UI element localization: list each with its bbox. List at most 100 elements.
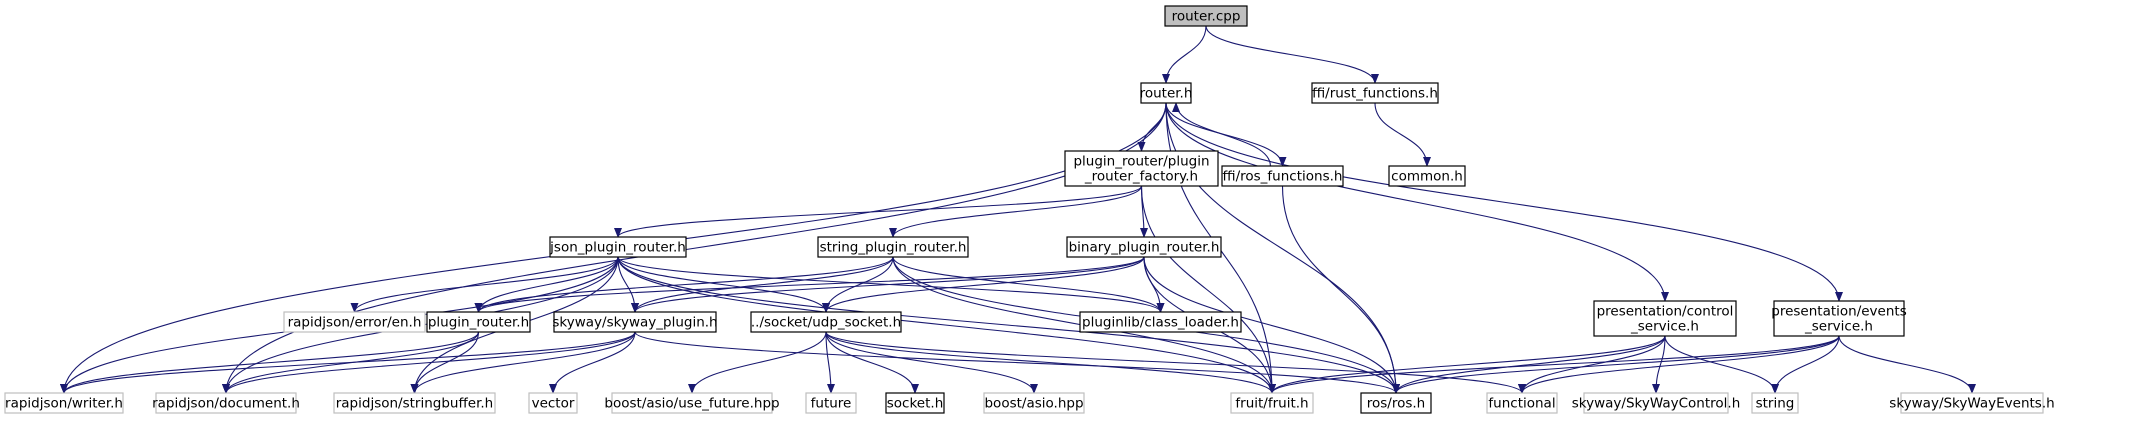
node-label: vector bbox=[532, 396, 575, 412]
node-box bbox=[1583, 392, 1729, 414]
node-box bbox=[528, 392, 578, 414]
node-label: ../socket/udp_socket.h bbox=[751, 315, 901, 331]
node-label: json_plugin_router.h bbox=[549, 240, 686, 256]
node-box bbox=[283, 311, 426, 333]
node-label: _service.h bbox=[1804, 319, 1873, 335]
edge-binary_router-to-ros bbox=[1143, 256, 1400, 394]
edge-ffi_rust-to-common_h bbox=[1374, 102, 1431, 167]
edge-events_service-to-skyway_events bbox=[1838, 335, 1976, 394]
node-plugin-factory[interactable]: plugin_router/plugin_router_factory.h bbox=[1064, 150, 1219, 187]
edge-events_service-to-functional bbox=[1518, 335, 1840, 394]
node-label: ffi/ros_functions.h bbox=[1223, 169, 1343, 185]
node-fruit: fruit/fruit.h bbox=[1230, 392, 1314, 414]
node-functional: functional bbox=[1486, 392, 1558, 414]
node-label: plugin_router.h bbox=[428, 315, 529, 331]
edge-ffi_ros-to-ros bbox=[1281, 185, 1400, 394]
edge-udp_socket-to-functional bbox=[825, 331, 1526, 394]
node-router-cpp[interactable]: router.cpp bbox=[1164, 5, 1248, 27]
node-vector: vector bbox=[528, 392, 578, 414]
edge-udp_socket-to-future bbox=[825, 331, 835, 394]
edge-router_h-to-events_service bbox=[1165, 102, 1843, 302]
node-use-future: boost/asio/use_future.hpp bbox=[604, 392, 780, 414]
edge-string_router-to-plugin_router bbox=[474, 256, 894, 313]
edge-router_h-to-document bbox=[222, 102, 1167, 394]
node-label: presentation/control bbox=[1597, 304, 1734, 320]
node-label: socket.h bbox=[887, 396, 944, 412]
edge-skyway_plugin-to-vector bbox=[549, 331, 636, 394]
edge-json_router-to-error_en bbox=[350, 256, 619, 313]
edge-udp_socket-to-fruit bbox=[825, 331, 1276, 394]
node-box bbox=[553, 311, 717, 333]
edge-events_service-to-fruit bbox=[1268, 335, 1840, 394]
node-label: rapidjson/stringbuffer.h bbox=[336, 396, 494, 412]
edge-string_router-to-class_loader bbox=[892, 256, 1165, 313]
node-box bbox=[1066, 236, 1222, 258]
node-box bbox=[549, 236, 687, 258]
node-label: skyway/SkyWayEvents.h bbox=[1889, 396, 2054, 412]
node-box bbox=[1079, 311, 1242, 333]
node-box bbox=[1900, 392, 2044, 414]
node-asio: boost/asio.hpp bbox=[983, 392, 1085, 414]
node-common-h[interactable]: common.h bbox=[1388, 165, 1466, 187]
node-string: string bbox=[1751, 392, 1799, 414]
node-ros[interactable]: ros/ros.h bbox=[1360, 392, 1432, 414]
node-label: boost/asio/use_future.hpp bbox=[604, 396, 779, 412]
node-label: rapidjson/document.h bbox=[152, 396, 300, 412]
node-label: functional bbox=[1488, 396, 1555, 412]
edge-skyway_plugin-to-ros bbox=[634, 331, 1400, 394]
edge-udp_socket-to-socket_h bbox=[825, 331, 919, 394]
node-skyway-control: skyway/SkyWayControl.h bbox=[1572, 392, 1741, 414]
node-box bbox=[426, 311, 531, 333]
node-box bbox=[1388, 165, 1466, 187]
node-box bbox=[805, 392, 857, 414]
edge-router_cpp-to-ffi_rust bbox=[1205, 25, 1379, 84]
edge-udp_socket-to-asio bbox=[825, 331, 1038, 394]
edge-events_service-to-ros bbox=[1392, 335, 1840, 394]
edge-json_router-to-fruit bbox=[617, 256, 1276, 394]
node-label: router.cpp bbox=[1172, 9, 1241, 25]
node-events-service[interactable]: presentation/events_service.h bbox=[1771, 300, 1907, 337]
node-control-service[interactable]: presentation/control_service.h bbox=[1593, 300, 1737, 337]
node-box bbox=[1230, 392, 1314, 414]
node-future: future bbox=[805, 392, 857, 414]
node-ffi-rust[interactable]: ffi/rust_functions.h bbox=[1311, 82, 1439, 104]
node-plugin-router[interactable]: plugin_router.h bbox=[426, 311, 531, 333]
node-error-en: rapidjson/error/en.h bbox=[283, 311, 426, 333]
edge-router_cpp-to-router_h bbox=[1162, 25, 1207, 84]
node-box bbox=[1140, 82, 1192, 104]
edge-skyway_plugin-to-stringbuffer bbox=[410, 331, 636, 394]
node-box bbox=[885, 392, 945, 414]
node-string-router[interactable]: string_plugin_router.h bbox=[817, 236, 969, 258]
edge-skyway_plugin-to-document bbox=[222, 331, 636, 394]
edge-udp_socket-to-use_future bbox=[688, 331, 827, 394]
node-box bbox=[1311, 82, 1439, 104]
node-ffi-ros[interactable]: ffi/ros_functions.h bbox=[1221, 165, 1344, 187]
edge-ffi_ros-to-router_h bbox=[1172, 102, 1271, 167]
edge-control_service-to-functional bbox=[1518, 335, 1666, 394]
edge-plugin_factory-to-string_router bbox=[889, 185, 1143, 238]
node-class-loader[interactable]: pluginlib/class_loader.h bbox=[1079, 311, 1242, 333]
node-label: router.h bbox=[1140, 86, 1193, 102]
node-socket-h[interactable]: socket.h bbox=[885, 392, 945, 414]
edge-router_h-to-control_service bbox=[1165, 102, 1669, 302]
node-label: skyway/SkyWayControl.h bbox=[1572, 396, 1741, 412]
node-binary-router[interactable]: binary_plugin_router.h bbox=[1066, 236, 1222, 258]
node-skyway-plugin[interactable]: skyway/skyway_plugin.h bbox=[552, 311, 718, 333]
edge-control_service-to-string bbox=[1664, 335, 1779, 394]
node-box bbox=[1486, 392, 1558, 414]
node-label: plugin_router/plugin bbox=[1073, 154, 1209, 170]
edge-json_router-to-ros bbox=[617, 256, 1400, 394]
node-label: ffi/rust_functions.h bbox=[1312, 86, 1438, 102]
node-box bbox=[750, 311, 902, 333]
edge-plugin_factory-to-json_router bbox=[614, 185, 1143, 238]
node-json-router[interactable]: json_plugin_router.h bbox=[549, 236, 687, 258]
node-label: string_plugin_router.h bbox=[820, 240, 967, 256]
node-box bbox=[1221, 165, 1344, 187]
node-writer: rapidjson/writer.h bbox=[4, 392, 124, 414]
node-box bbox=[1773, 300, 1905, 337]
node-udp-socket[interactable]: ../socket/udp_socket.h bbox=[750, 311, 902, 333]
node-router-h[interactable]: router.h bbox=[1140, 82, 1193, 104]
node-box bbox=[1751, 392, 1799, 414]
node-box bbox=[1593, 300, 1737, 337]
edge-json_router-to-udp_socket bbox=[617, 256, 830, 313]
